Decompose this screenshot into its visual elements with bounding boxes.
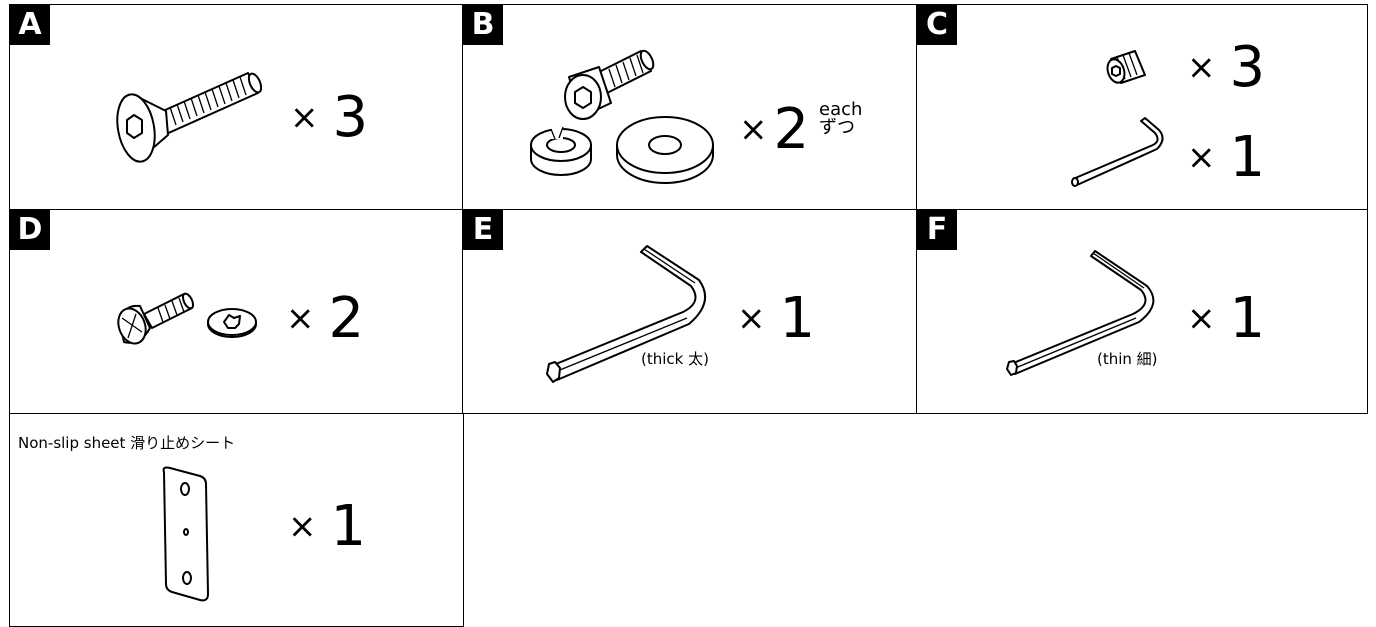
truss-screw-icon xyxy=(117,292,195,345)
part-a-count: 3 xyxy=(332,85,369,150)
part-d-times: × xyxy=(286,298,315,339)
part-c-times-1: × xyxy=(1187,47,1216,88)
part-e-times: × xyxy=(737,298,766,339)
part-b-times: × xyxy=(739,109,768,150)
non-slip-sheet-times: × xyxy=(288,506,317,547)
part-d-letter: D xyxy=(10,210,50,250)
part-a-panel: A × 3 xyxy=(9,4,464,210)
part-f-count: 1 xyxy=(1229,286,1266,351)
part-d-count: 2 xyxy=(328,286,365,351)
part-b-each-en: each xyxy=(819,99,863,120)
non-slip-sheet-icon xyxy=(162,466,209,602)
part-f-letter: F xyxy=(917,210,957,250)
non-slip-sheet-label: Non-slip sheet 滑り止めシート xyxy=(18,434,236,452)
part-e-panel: E (thick 太) × 1 xyxy=(462,209,918,414)
non-slip-sheet-count: 1 xyxy=(330,494,367,559)
part-f-times: × xyxy=(1187,298,1216,339)
part-c-count-1: 3 xyxy=(1229,35,1266,100)
part-b-panel: B ×2 each ずつ xyxy=(462,4,918,210)
small-hex-key-icon xyxy=(1071,117,1164,187)
part-c-count-2: 1 xyxy=(1229,125,1266,190)
part-c-letter: C xyxy=(917,5,957,45)
thin-hex-key-icon xyxy=(1006,250,1155,376)
flat-washer-icon xyxy=(616,116,714,184)
part-c-panel: C × 3 × 1 xyxy=(916,4,1368,210)
hex-bolt-icon xyxy=(564,49,655,120)
part-e-note: (thick 太) xyxy=(641,350,709,368)
countersunk-screw-icon xyxy=(116,72,263,163)
part-a-times: × xyxy=(290,97,319,138)
part-d-panel: D × 2 xyxy=(9,209,464,414)
part-b-count: 2 xyxy=(773,97,810,162)
part-e-count: 1 xyxy=(779,286,816,351)
part-b-letter: B xyxy=(463,5,503,45)
non-slip-sheet-panel: Non-slip sheet 滑り止めシート × 1 xyxy=(9,413,464,627)
part-f-note: (thin 細) xyxy=(1097,350,1158,368)
set-screw-icon xyxy=(1106,50,1146,84)
part-c-times-2: × xyxy=(1187,137,1216,178)
part-b-each-jp: ずつ xyxy=(819,117,855,138)
part-e-letter: E xyxy=(463,210,503,250)
part-a-letter: A xyxy=(10,5,50,45)
part-f-panel: F (thin 細) × 1 xyxy=(916,209,1368,414)
lock-washer-icon xyxy=(207,308,257,338)
thick-hex-key-icon xyxy=(546,245,707,383)
spring-washer-icon xyxy=(530,125,592,176)
